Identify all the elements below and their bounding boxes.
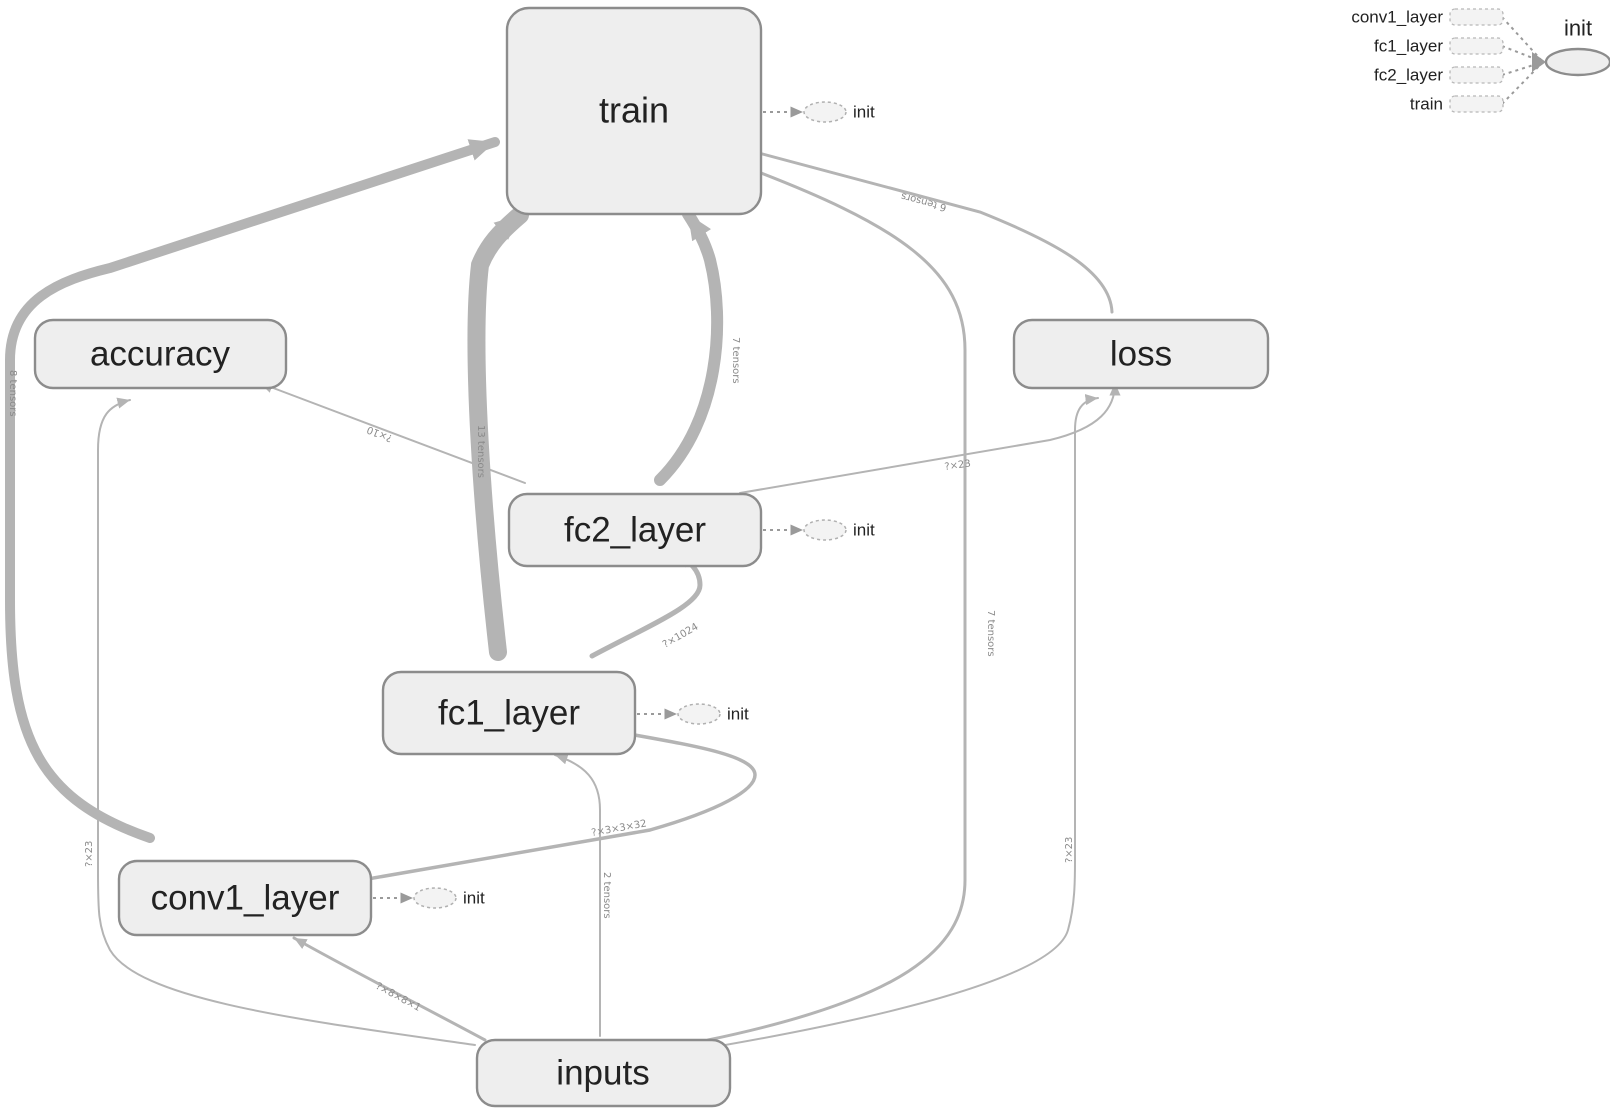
edge-inputs-to-train — [706, 163, 967, 1042]
legend-item-fc2-layer: fc2_layer — [1374, 66, 1443, 85]
edge-label-inputs-to-loss: ?×23 — [1064, 837, 1075, 863]
init-label-train: init — [853, 103, 875, 122]
node-accuracy[interactable]: accuracy — [33, 318, 288, 390]
init-link-fc1-layer[interactable]: init — [637, 703, 749, 725]
node-fc2-layer[interactable]: fc2_layer — [507, 492, 763, 568]
node-train-label: train — [599, 90, 669, 131]
node-train[interactable]: train — [505, 6, 763, 216]
edge-label-fc1-to-train: 13 tensors — [475, 425, 486, 478]
node-inputs[interactable]: inputs — [475, 1038, 732, 1108]
init-link-train[interactable]: init — [763, 101, 875, 123]
edge-label-fc2-to-accuracy: ?×10 — [366, 423, 395, 443]
edge-label-inputs-to-fc1: 2 tensors — [601, 872, 612, 919]
node-conv1-layer[interactable]: conv1_layer — [117, 859, 373, 937]
init-link-conv1-layer[interactable]: init — [373, 887, 485, 909]
edge-fc2-to-loss — [739, 382, 1121, 494]
edge-label-fc2-to-loss: ?×23 — [944, 458, 972, 473]
edge-label-inputs-to-conv1: ?×8×8×1 — [374, 981, 423, 1014]
edge-conv1-to-train — [5, 137, 500, 843]
edge-inputs-to-conv1 — [292, 936, 487, 1042]
edge-label-fc1-to-fc2: ?×1024 — [661, 622, 700, 651]
edge-inputs-to-loss — [707, 394, 1099, 1049]
legend-init-node[interactable] — [1544, 47, 1610, 77]
edge-fc1-to-train — [467, 206, 529, 661]
node-fc1-layer-label: fc1_layer — [438, 694, 580, 733]
edge-inputs-to-accuracy — [97, 397, 476, 1046]
init-label-fc2-layer: init — [853, 521, 875, 540]
node-conv1-layer-label: conv1_layer — [151, 879, 340, 918]
edge-conv1-to-fc1 — [360, 728, 757, 882]
legend-init-title: init — [1564, 16, 1592, 41]
init-label-conv1-layer: init — [463, 889, 485, 908]
legend-item-conv1-layer: conv1_layer — [1351, 8, 1443, 27]
node-fc1-layer[interactable]: fc1_layer — [381, 670, 637, 756]
legend-item-fc1-layer: fc1_layer — [1374, 37, 1443, 56]
edge-label-loss-to-train: 6 tensors — [900, 190, 948, 213]
init-label-fc1-layer: init — [727, 705, 749, 724]
node-accuracy-label: accuracy — [90, 335, 231, 374]
edge-label-inputs-to-train: 7 tensors — [985, 610, 996, 657]
edge-label-inputs-to-accuracy: ?×23 — [84, 841, 95, 867]
init-legend: init conv1_layer fc1_layer fc2_layer tra… — [1351, 8, 1610, 114]
edge-label-conv1-to-train: 8 tensors — [7, 370, 18, 417]
node-loss[interactable]: loss — [1012, 318, 1270, 390]
edge-fc2-to-accuracy — [259, 382, 526, 484]
node-inputs-label: inputs — [556, 1054, 649, 1093]
node-loss-label: loss — [1110, 335, 1172, 374]
edge-fc2-to-train — [654, 208, 724, 486]
edge-label-fc2-to-train: 7 tensors — [730, 337, 741, 384]
edge-loss-to-train — [738, 145, 1114, 314]
init-link-fc2-layer[interactable]: init — [763, 519, 875, 541]
node-fc2-layer-label: fc2_layer — [564, 511, 706, 550]
legend-item-train: train — [1410, 95, 1443, 114]
edge-inputs-to-fc1 — [554, 753, 601, 1037]
